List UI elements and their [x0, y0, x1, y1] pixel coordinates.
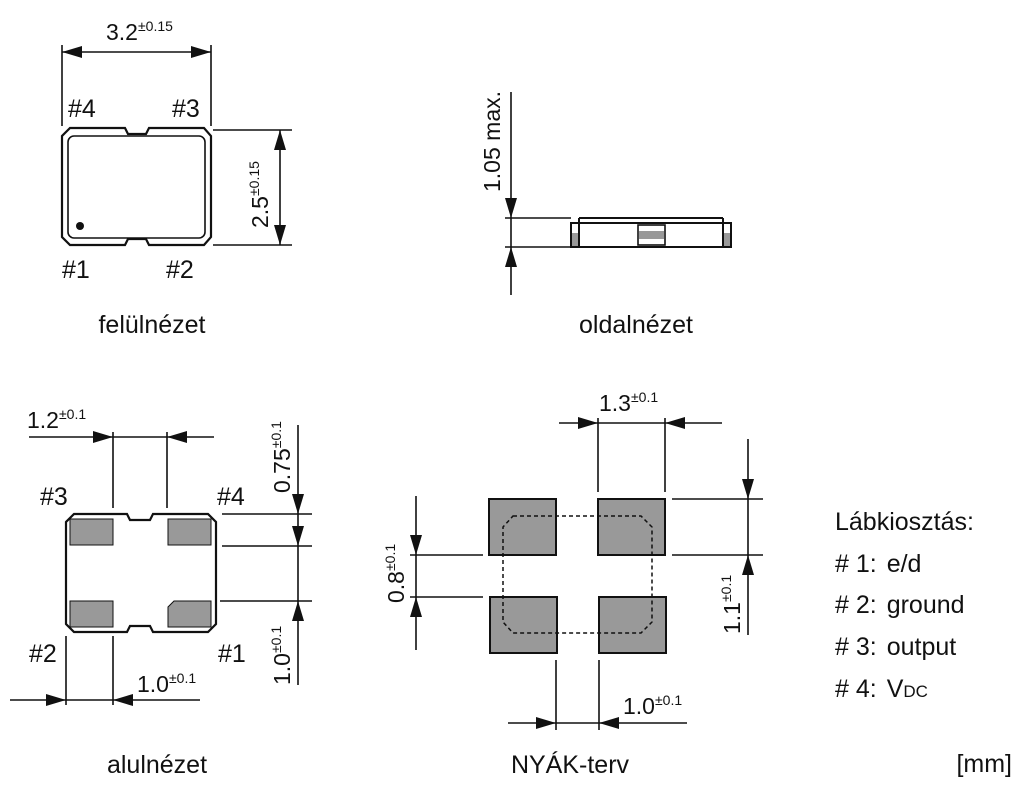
dim-pad-top-label: 0.75±0.1 [268, 421, 295, 493]
dim-width-label: 3.2±0.15 [106, 18, 173, 45]
arrowhead-icon [536, 717, 556, 729]
bottom-pad-3 [69, 518, 114, 546]
arrowhead-icon [665, 417, 685, 429]
pcb-layout-caption: NYÁK-terv [511, 750, 630, 779]
arrowhead-icon [410, 535, 422, 555]
pinout-item-2: # 2:ground [835, 591, 965, 619]
unit-label: [mm] [956, 750, 1012, 778]
top-view-lid [67, 135, 206, 239]
arrowhead-icon [191, 46, 211, 58]
top-view: 3.2±0.15 2.5±0.15 #4 #3 #1 #2 felülnézet [60, 18, 292, 339]
bottom-pad-1 [167, 600, 212, 628]
dim-height-label: 2.5±0.15 [246, 161, 273, 228]
pinout-legend: Lábkiosztás: # 1:e/d # 2:ground # 3:outp… [835, 508, 974, 703]
pinout-item-1: # 1:e/d [835, 550, 921, 578]
arrowhead-icon [742, 555, 754, 575]
pin-label-3: #3 [40, 483, 68, 511]
arrowhead-icon [578, 417, 598, 429]
package-outline [502, 515, 653, 634]
pin-label-3: #3 [172, 95, 200, 123]
pcb-pad-tr [597, 498, 666, 556]
arrowhead-icon [93, 431, 113, 443]
arrowhead-icon [410, 597, 422, 617]
arrowhead-icon [62, 46, 82, 58]
pcb-pad-bl [489, 596, 558, 654]
dim-pcb-pad-height-label: 1.1±0.1 [718, 575, 745, 634]
arrowhead-icon [167, 431, 187, 443]
pin1-marker-dot [76, 222, 84, 230]
pin-label-2: #2 [29, 640, 57, 668]
dim-pcb-gap-h-label: 1.0±0.1 [623, 692, 682, 719]
pcb-layout: 1.3±0.1 1.1±0.1 0.8±0.1 1.0±0.1 NYÁK-ter… [382, 389, 763, 779]
top-view-caption: felülnézet [98, 311, 205, 339]
bottom-view: 1.2±0.1 0.75±0.1 1.0±0.1 1.0±0.1 #3 #4 #… [10, 406, 312, 779]
dim-pad-width-label: 1.0±0.1 [137, 670, 196, 697]
dim-pad-gap-label: 1.2±0.1 [27, 406, 86, 433]
arrowhead-icon [113, 694, 133, 706]
pcb-pad-tl [488, 498, 557, 556]
side-view: 1.05 max. oldalnézet [479, 91, 732, 339]
pin-label-4: #4 [217, 483, 245, 511]
dim-pcb-gap-v-label: 0.8±0.1 [382, 544, 409, 603]
bottom-view-caption: alulnézet [107, 751, 207, 779]
dim-side-height-label: 1.05 max. [479, 91, 505, 192]
arrowhead-icon [292, 601, 304, 621]
arrowhead-icon [292, 494, 304, 514]
bottom-pad-2 [69, 600, 114, 628]
pin-label-1: #1 [218, 640, 246, 668]
pin-label-2: #2 [166, 256, 194, 284]
dim-pad-height-label: 1.0±0.1 [268, 626, 295, 685]
arrowhead-icon [742, 479, 754, 499]
pin-label-4: #4 [68, 95, 96, 123]
pcb-pad-br [598, 596, 667, 654]
dimension-arrows [46, 46, 754, 729]
arrowhead-icon [274, 225, 286, 245]
pinout-item-4: # 4:VDC [835, 675, 928, 703]
dim-pcb-pad-width-label: 1.3±0.1 [599, 389, 658, 416]
pin-label-1: #1 [62, 256, 90, 284]
arrowhead-icon [274, 130, 286, 150]
bottom-pad-4 [167, 518, 212, 546]
arrowhead-icon [505, 247, 517, 267]
pinout-item-3: # 3:output [835, 633, 956, 661]
arrowhead-icon [46, 694, 66, 706]
top-view-body [60, 126, 213, 247]
arrowhead-icon [599, 717, 619, 729]
side-view-body [570, 222, 732, 248]
arrowhead-icon [505, 198, 517, 218]
arrowhead-icon [292, 526, 304, 546]
pinout-title: Lábkiosztás: [835, 508, 974, 536]
side-view-caption: oldalnézet [579, 311, 693, 339]
